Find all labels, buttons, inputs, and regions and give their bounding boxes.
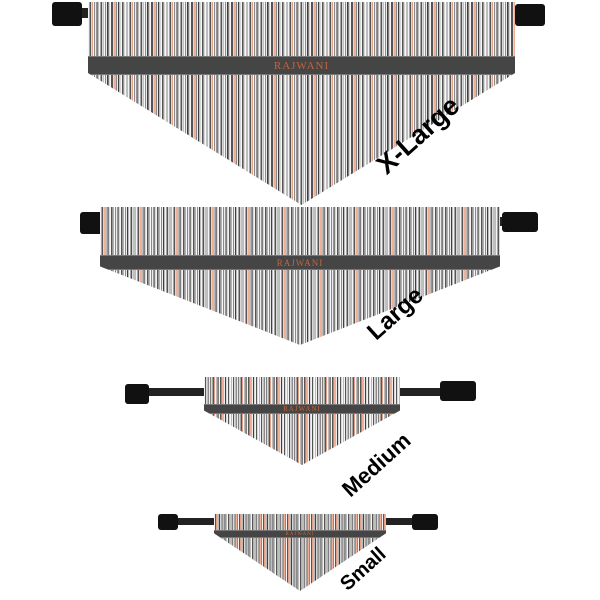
brand-band: RAJWANI: [100, 255, 500, 270]
buckle-left: [125, 384, 149, 404]
brand-band: RAJWANI: [204, 404, 400, 414]
fabric: RAJWANI: [100, 207, 500, 345]
buckle-left: [158, 514, 178, 530]
buckle-left: [52, 2, 82, 26]
brand-band: RAJWANI: [214, 530, 386, 538]
fabric: RAJWANI: [204, 377, 400, 465]
buckle-left: [80, 212, 106, 234]
buckle-right: [502, 212, 538, 232]
brand-text: RAJWANI: [283, 405, 321, 413]
buckle-right: [412, 514, 438, 530]
brand-text: RAJWANI: [273, 59, 330, 72]
brand-band: RAJWANI: [88, 56, 515, 75]
buckle-right: [440, 381, 476, 401]
buckle-right: [515, 4, 545, 26]
brand-text: RAJWANI: [285, 531, 315, 537]
brand-text: RAJWANI: [276, 257, 324, 268]
